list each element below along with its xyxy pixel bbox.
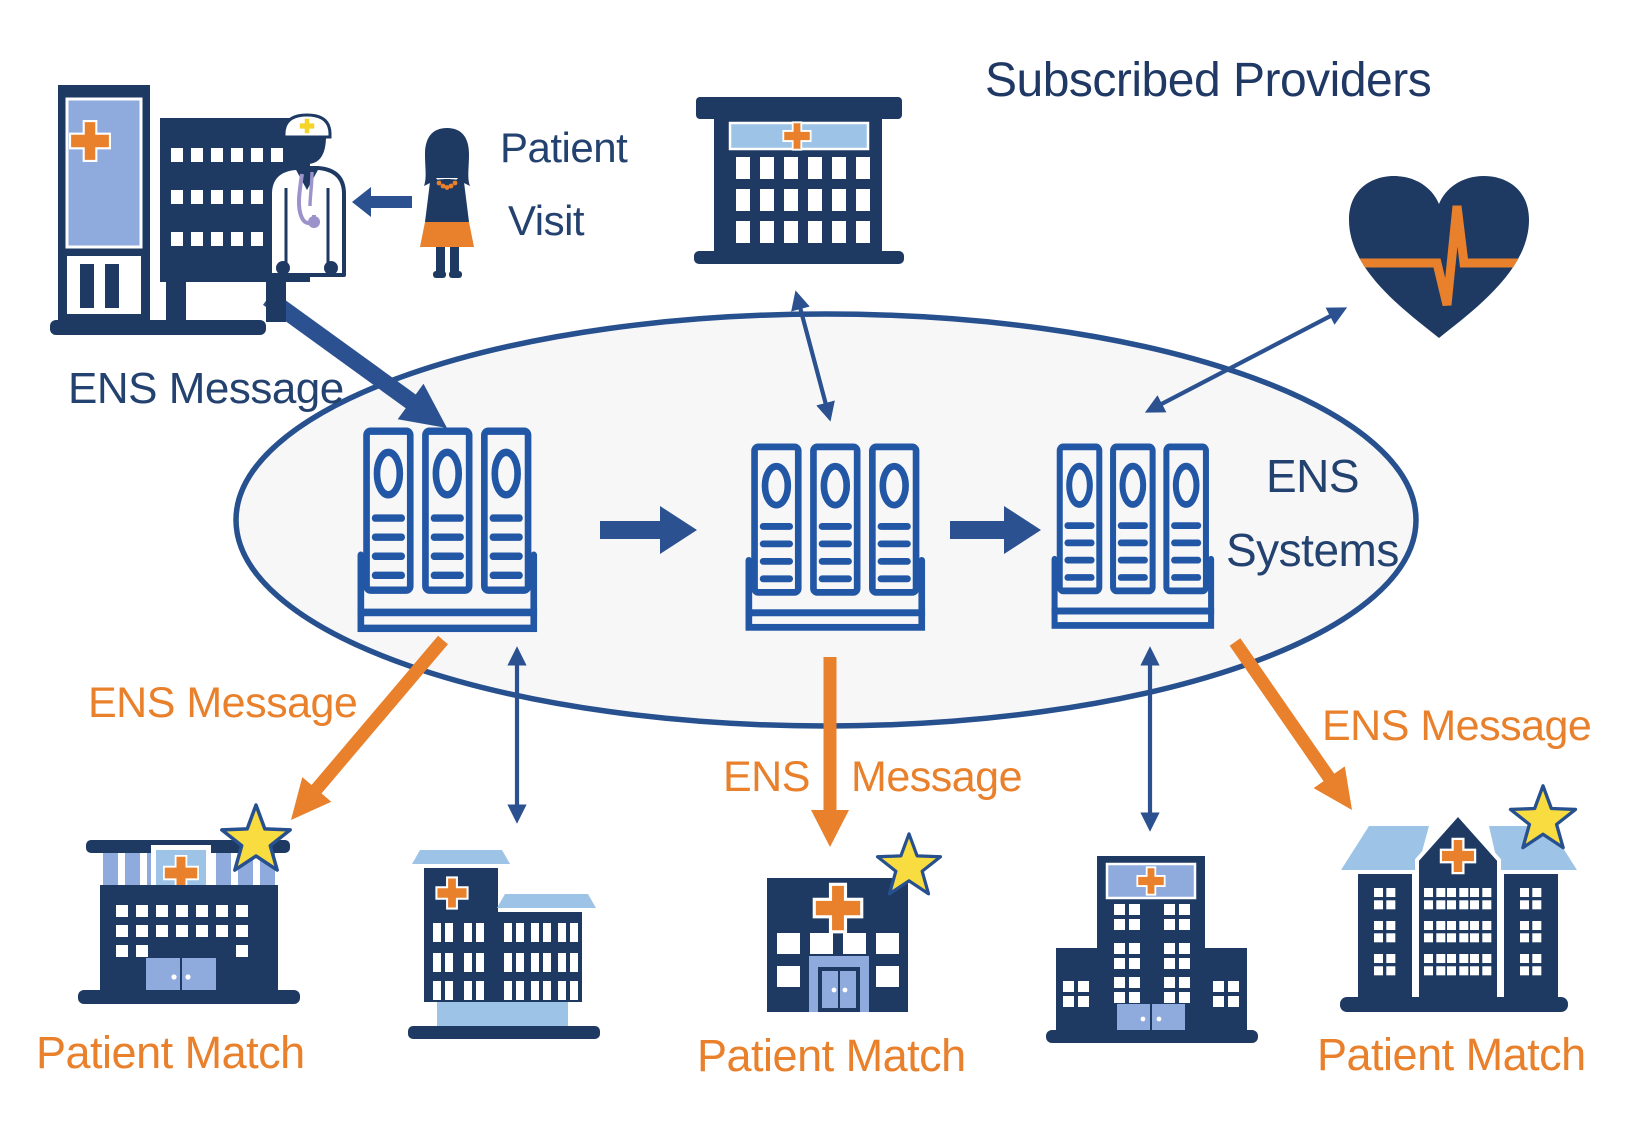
- provider-building-icon: [694, 97, 904, 264]
- chain-arrow-1-head: [660, 506, 697, 554]
- ens-message-inbound-arrow: [263, 291, 447, 428]
- medical-center-icon: [1046, 856, 1258, 1043]
- patient-match-right-label: Patient Match: [1317, 1029, 1586, 1080]
- chain-arrow-2-shaft: [950, 521, 1006, 539]
- patient-icon: [420, 128, 474, 278]
- orange-arrow-left: [291, 777, 332, 820]
- match-star-icon-left: [220, 803, 292, 872]
- ens-systems-label-line1: ENS: [1266, 450, 1359, 502]
- server-chain-arrows: [600, 506, 1041, 554]
- ens-message-outbound-arrows: [291, 635, 1352, 847]
- patient-match-center-label: Patient Match: [697, 1030, 966, 1081]
- orange-arrow-center: [811, 810, 849, 847]
- patient-visit-label-line1: Patient: [500, 124, 628, 171]
- ens-message-out-mid-label-1: ENS: [723, 753, 810, 801]
- patient-visit-label-line2: Visit: [508, 197, 585, 244]
- hospital-tower-icon: [408, 850, 600, 1039]
- ens-message-out-right-label: ENS Message: [1322, 702, 1591, 750]
- diagram-title: Subscribed Providers: [985, 54, 1431, 107]
- ens-message-out-left-label: ENS Message: [88, 679, 357, 727]
- heart-ekg-icon: [1349, 176, 1529, 338]
- patient-match-left-label: Patient Match: [36, 1027, 305, 1078]
- hospital-building-icon: [50, 85, 310, 335]
- chain-arrow-1-shaft: [600, 521, 662, 539]
- patient-visit-arrow-icon: [352, 187, 412, 217]
- grand-hospital-icon: [1340, 810, 1577, 1012]
- clinic-building-icon: [78, 840, 300, 1004]
- link-arrow-provider-building: [791, 290, 835, 422]
- ens-message-out-mid-label-2: Message: [851, 753, 1022, 801]
- ens-systems-label-line2: Systems: [1226, 524, 1399, 576]
- orange-arrow-right: [1313, 766, 1352, 810]
- clinic-square-icon: [767, 878, 908, 1012]
- ens-message-inbound-label: ENS Message: [68, 364, 344, 413]
- link-arrow-heart: [1144, 307, 1348, 413]
- doctor-icon: [268, 113, 346, 277]
- link-arrows: [507, 290, 1348, 832]
- chain-arrow-2-head: [1004, 506, 1041, 554]
